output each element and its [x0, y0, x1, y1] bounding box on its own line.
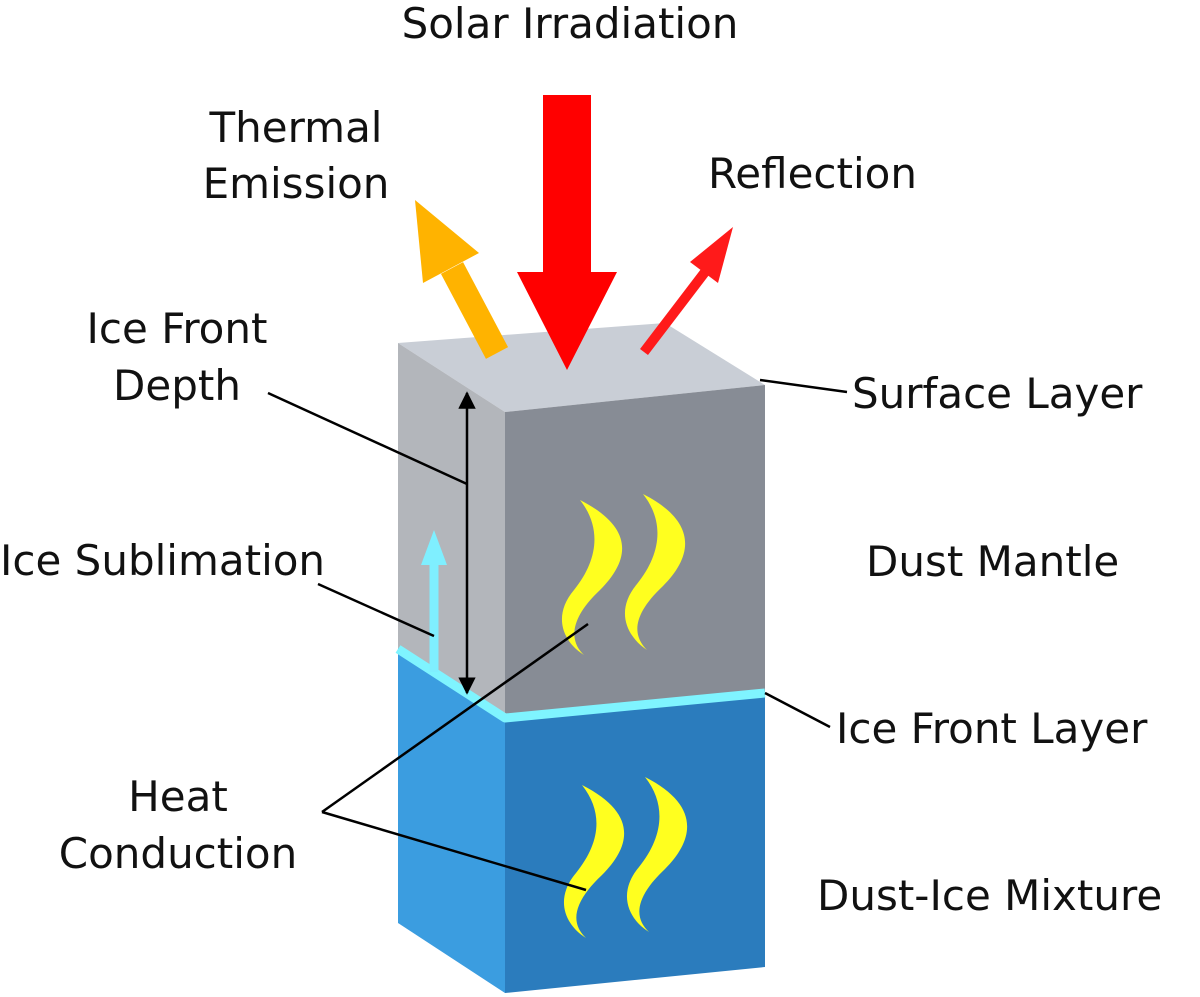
leader-ice-sublimation	[317, 582, 435, 638]
leader-heat-conduction-upper	[321, 622, 589, 814]
leader-ice-front-depth	[267, 391, 468, 486]
ice-front-depth-label-line1: Ice Front	[86, 304, 268, 353]
heat-wave-lower-right	[626, 777, 688, 932]
heat-wave-lower-left	[563, 785, 625, 938]
reflection-arrow-head	[690, 227, 733, 283]
dust-mantle-label: Dust Mantle	[866, 537, 1120, 586]
thermal-emission-arrow-shaft	[440, 262, 509, 359]
thermal-emission-label-line2: Emission	[202, 159, 390, 208]
ice-sublimation-label: Ice Sublimation	[0, 536, 326, 585]
surface-layer-label: Surface Layer	[852, 369, 1143, 418]
heat-wave-upper-left	[561, 500, 623, 655]
leader-surface-layer	[759, 378, 848, 394]
heat-conduction-label-line1: Heat	[128, 772, 228, 821]
dust-mantle-side-face	[398, 343, 505, 718]
dust-ice-mixture-side-face	[398, 648, 505, 993]
thermal-emission-label-line1: Thermal	[209, 103, 383, 152]
leader-heat-conduction-lower	[321, 810, 587, 892]
heat-wave-icon	[561, 494, 688, 938]
dust-mantle-front-face	[505, 385, 765, 718]
heat-conduction-label-line2: Conduction	[58, 829, 298, 878]
solar-irradiation-arrow	[517, 95, 617, 370]
reflection-label: Reflection	[708, 149, 917, 198]
thermal-emission-arrow-head	[415, 200, 479, 283]
leader-lines	[267, 378, 848, 892]
ice-front-depth-label-line2: Depth	[113, 361, 241, 410]
leader-ice-front-layer	[764, 691, 831, 729]
dust-ice-mixture-label: Dust-Ice Mixture	[817, 871, 1163, 920]
ice-front-layer-label: Ice Front Layer	[836, 704, 1148, 753]
heat-wave-upper-right	[624, 494, 686, 650]
ice-sublimation-arrow-head	[421, 530, 447, 565]
dust-ice-mixture-front-face	[505, 693, 765, 993]
reflection-arrow-shaft	[640, 268, 709, 356]
solar-irradiation-label: Solar Irradiation	[401, 0, 739, 48]
